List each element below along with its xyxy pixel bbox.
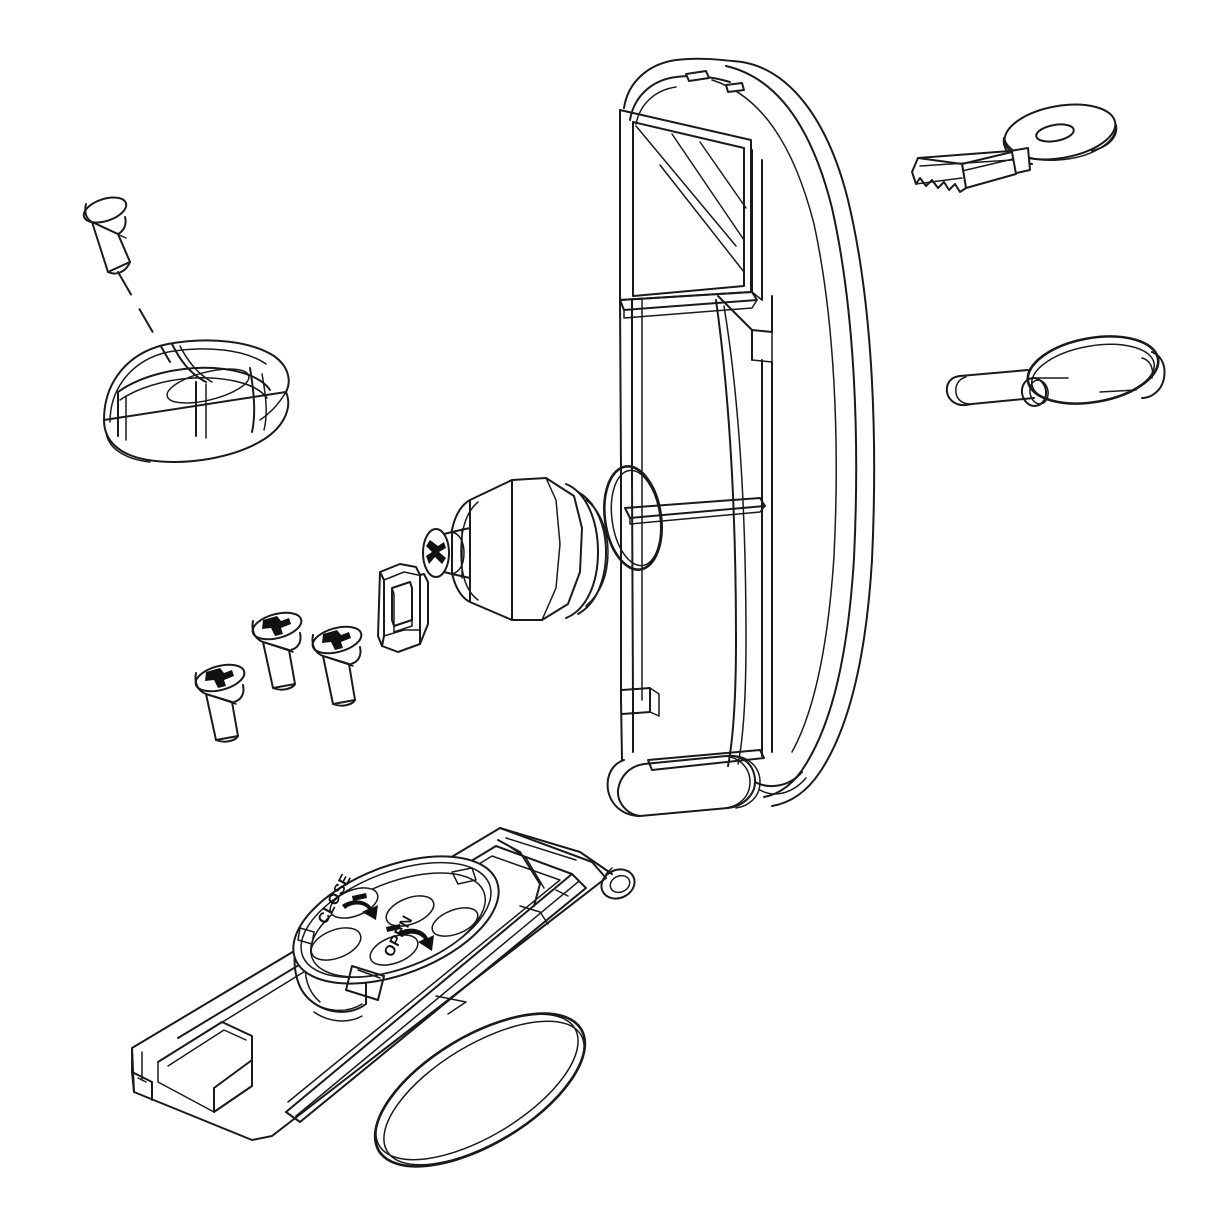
lanyard-loop-icon [945,335,1166,407]
screw-icon [251,611,303,691]
screw-icon [194,663,246,743]
rotary-dial-icon: CLOSE OPEN [292,855,500,1022]
handle-cap-icon [103,339,290,463]
escutcheon-clip-icon [377,563,429,653]
lock-cylinder-icon [422,477,609,621]
key-icon [911,103,1118,193]
handle-housing-icon [606,57,876,817]
o-ring-icon [603,465,663,571]
dashed-assembly-line-icon [117,271,171,363]
o-ring-icon [373,1012,587,1168]
screw-icon [311,625,363,707]
pin-plug-icon [82,196,131,275]
